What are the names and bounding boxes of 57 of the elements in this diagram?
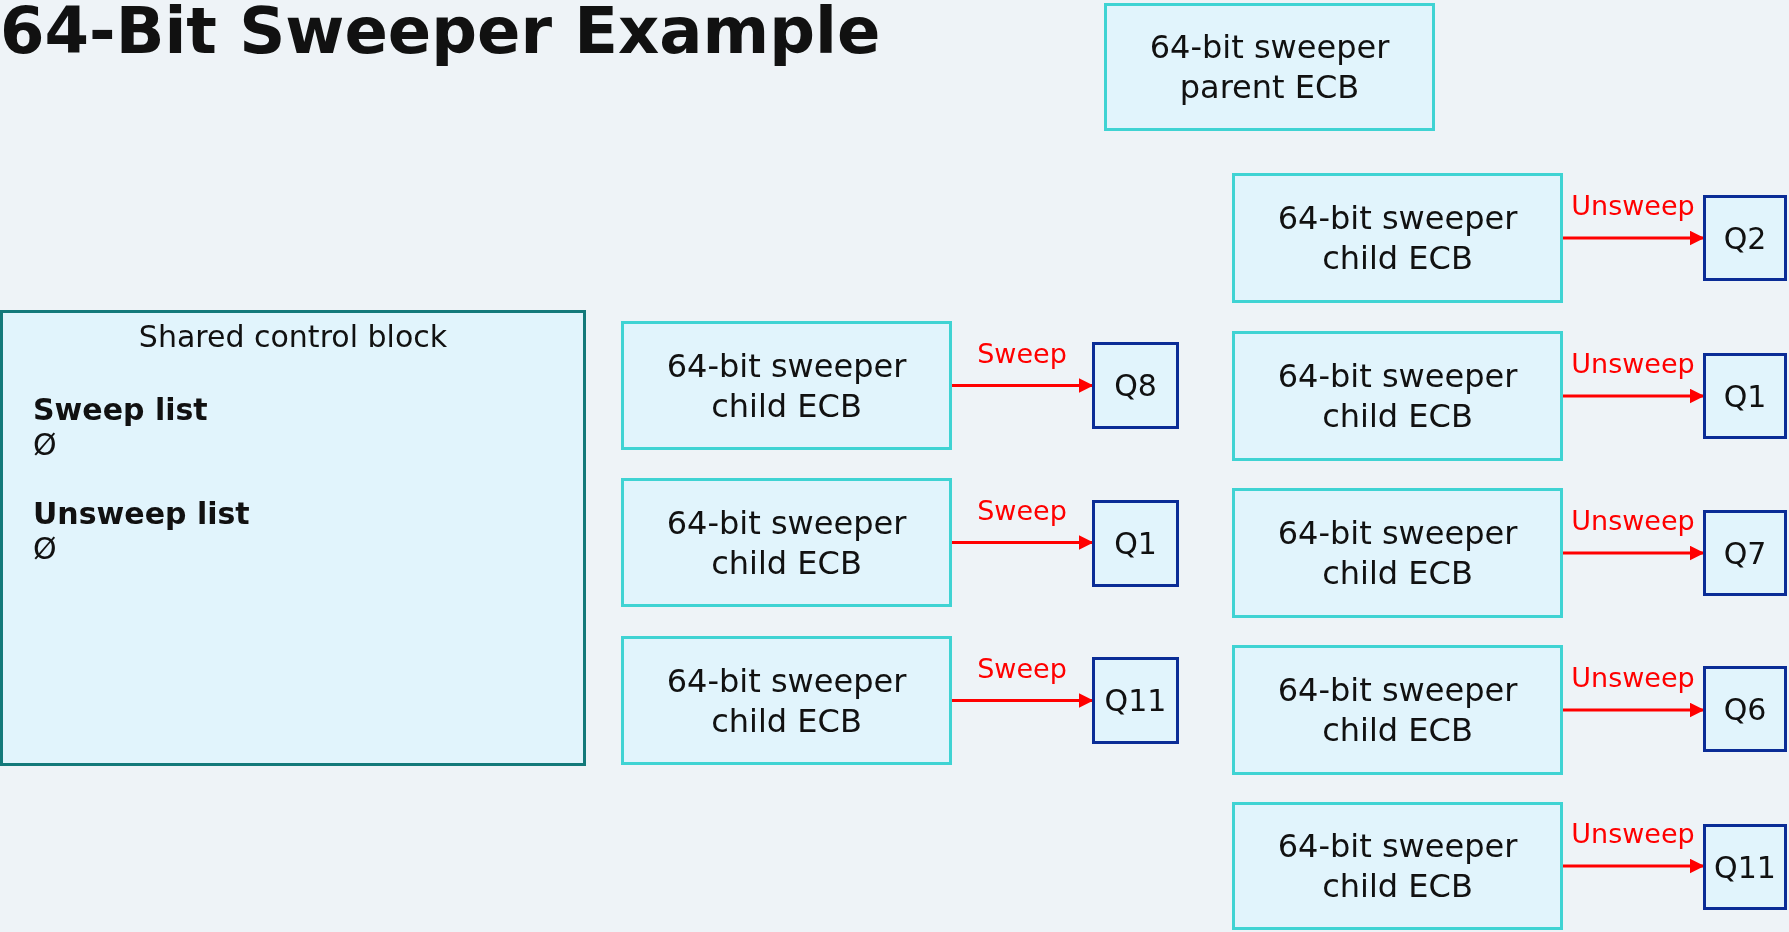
edge-label: Unsweep bbox=[1571, 505, 1695, 536]
arrow bbox=[1563, 702, 1705, 718]
edge-label: Unsweep bbox=[1571, 348, 1695, 379]
node-label: 64-bit sweeper child ECB bbox=[1276, 670, 1519, 750]
node-label: 64-bit sweeper child ECB bbox=[1276, 198, 1519, 278]
node-label: Q2 bbox=[1723, 220, 1767, 256]
node-label: Q7 bbox=[1723, 535, 1767, 571]
edge-label: Unsweep bbox=[1571, 662, 1695, 693]
arrow bbox=[1563, 858, 1705, 874]
title: 64-Bit Sweeper Example bbox=[0, 0, 881, 68]
process-box bbox=[1232, 173, 1563, 303]
list-heading: Unsweep list bbox=[33, 496, 251, 531]
panel-heading: Shared control block bbox=[137, 319, 449, 354]
process-box bbox=[621, 636, 952, 765]
node-label: 64-bit sweeper parent ECB bbox=[1148, 27, 1391, 107]
edge-label: Sweep bbox=[977, 652, 1067, 684]
process-box bbox=[621, 478, 952, 607]
arrow bbox=[952, 378, 1094, 393]
node-label: Q8 bbox=[1114, 368, 1157, 403]
queue-box bbox=[1092, 342, 1179, 429]
queue-box bbox=[1092, 500, 1179, 587]
node-label: 64-bit sweeper child ECB bbox=[665, 660, 908, 741]
arrow bbox=[1563, 230, 1705, 246]
node-label: 64-bit sweeper child ECB bbox=[1276, 356, 1519, 436]
process-box bbox=[1104, 3, 1435, 131]
node-label: Q11 bbox=[1714, 849, 1776, 885]
arrow bbox=[1563, 545, 1705, 561]
edge-label: Sweep bbox=[977, 494, 1067, 526]
arrow bbox=[1563, 388, 1705, 404]
node-label: Q1 bbox=[1114, 526, 1157, 561]
arrow bbox=[952, 535, 1094, 550]
process-box bbox=[621, 321, 952, 450]
process-box bbox=[1232, 802, 1563, 930]
node-label: 64-bit sweeper child ECB bbox=[665, 502, 908, 583]
edge-label: Unsweep bbox=[1571, 190, 1695, 221]
node-label: 64-bit sweeper child ECB bbox=[665, 345, 908, 426]
queue-box bbox=[1703, 195, 1787, 281]
control-block-panel bbox=[0, 310, 586, 766]
process-box bbox=[1232, 331, 1563, 461]
list-value: Ø bbox=[33, 427, 58, 462]
list-value: Ø bbox=[33, 531, 58, 566]
process-box bbox=[1232, 645, 1563, 775]
edge-label: Sweep bbox=[977, 337, 1067, 369]
node-label: Q11 bbox=[1104, 683, 1167, 718]
queue-box bbox=[1703, 353, 1787, 439]
queue-box bbox=[1703, 824, 1787, 910]
process-box bbox=[1232, 488, 1563, 618]
arrow bbox=[952, 693, 1094, 708]
list-heading: Sweep list bbox=[33, 392, 209, 427]
node-label: Q1 bbox=[1723, 378, 1767, 414]
queue-box bbox=[1703, 666, 1787, 752]
node-label: 64-bit sweeper child ECB bbox=[1276, 826, 1519, 906]
queue-box bbox=[1092, 657, 1179, 744]
edge-label: Unsweep bbox=[1571, 818, 1695, 849]
node-label: Q6 bbox=[1723, 691, 1767, 727]
queue-box bbox=[1703, 510, 1787, 596]
node-label: 64-bit sweeper child ECB bbox=[1276, 513, 1519, 593]
